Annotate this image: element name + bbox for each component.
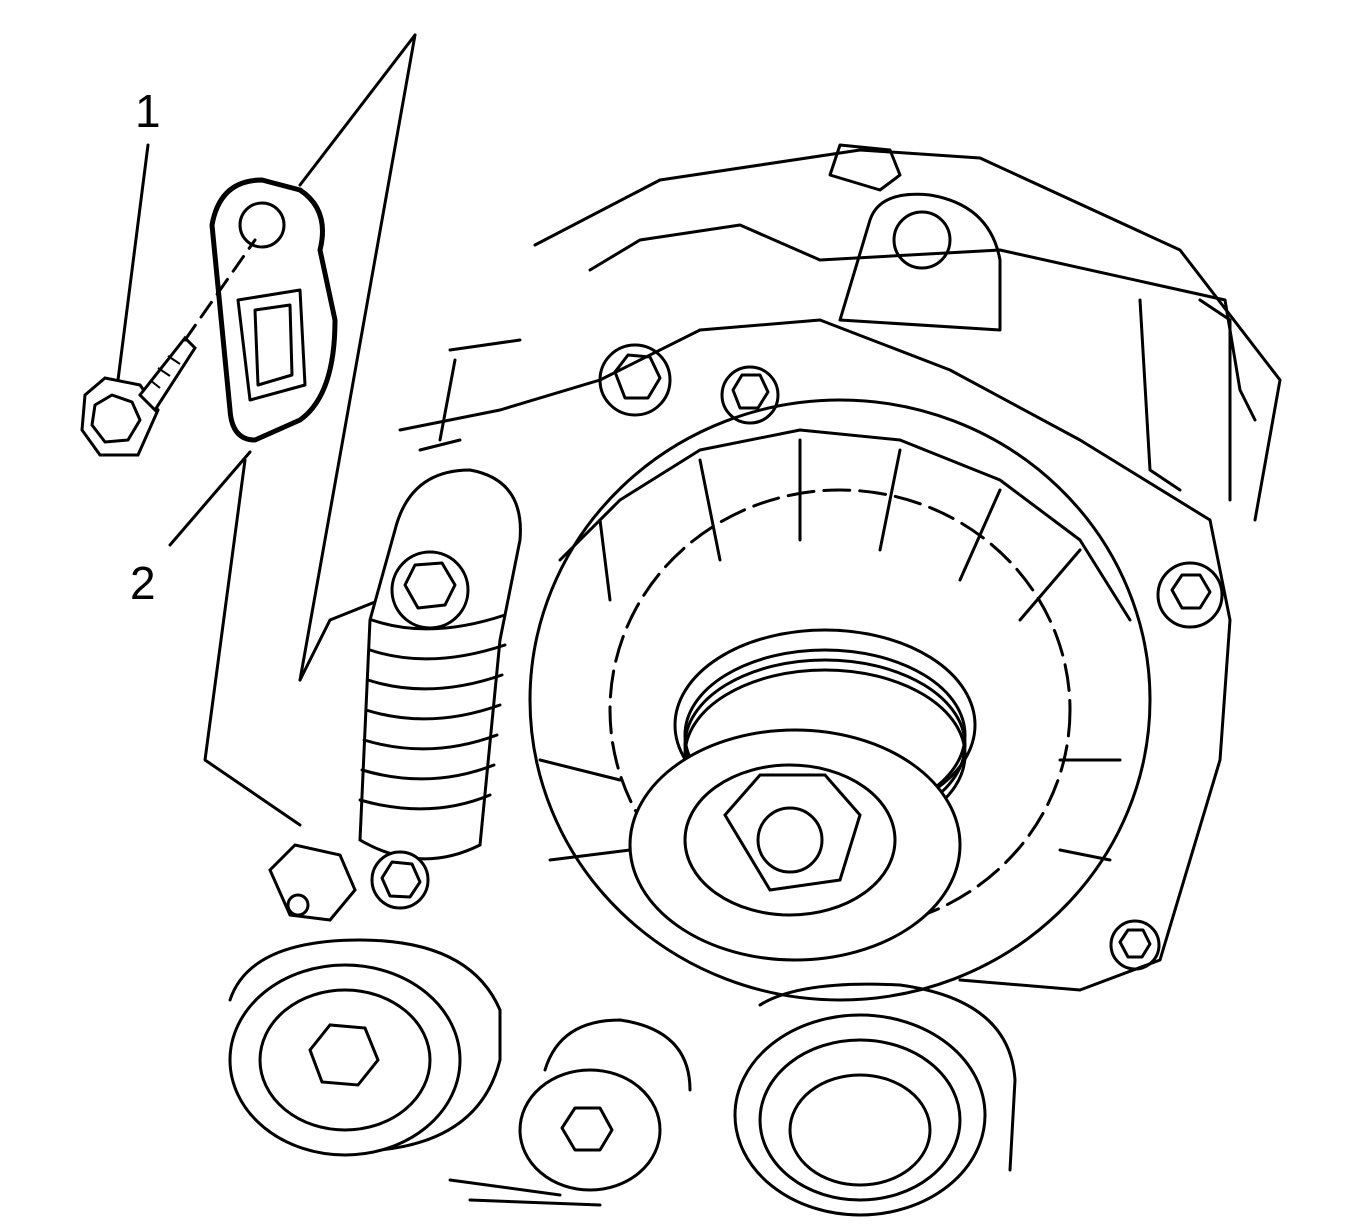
alternator-pulley xyxy=(628,628,977,962)
bracket xyxy=(209,177,338,443)
stator-fins xyxy=(528,398,1152,1002)
idler-pulleys xyxy=(228,938,1017,1217)
bolt xyxy=(80,238,257,457)
callout-label-1: 1 xyxy=(135,85,161,137)
leader-lines xyxy=(116,33,417,827)
alternator-housing xyxy=(298,143,1282,992)
belt-tensioner xyxy=(268,468,522,922)
mounting-bolts xyxy=(598,343,1224,971)
callout-label-2: 2 xyxy=(130,557,156,609)
